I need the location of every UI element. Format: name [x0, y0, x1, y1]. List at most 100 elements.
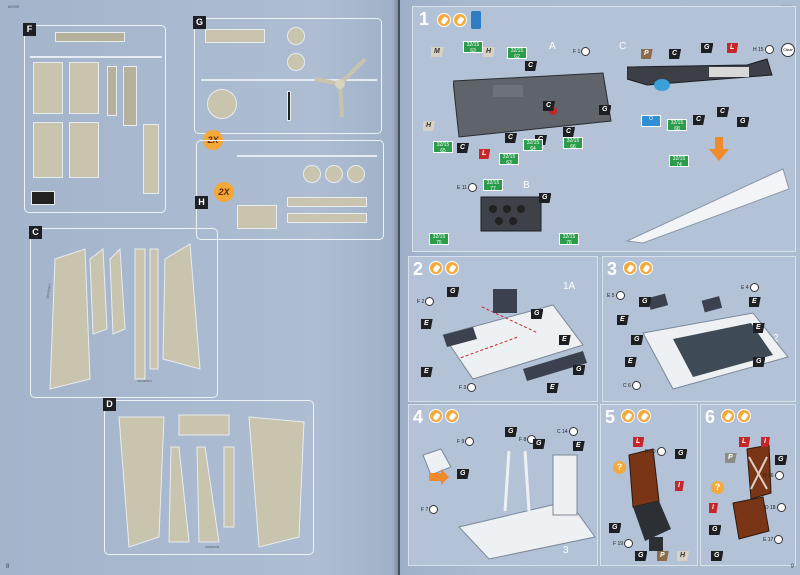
paint-flag: I	[675, 481, 684, 491]
step-3: 3 2 E 5 E 4 C 6 G E E E G E G	[602, 256, 796, 402]
kit-part	[325, 165, 343, 183]
step-number: 2	[413, 259, 424, 279]
left-page-sprue-overview: 80939 F G 2X H	[0, 0, 398, 575]
step-number: 4	[413, 407, 424, 427]
kit-part	[69, 122, 99, 178]
pilot-seat	[628, 448, 671, 551]
paint-pot-icon	[471, 11, 481, 29]
fuselage-halves	[118, 414, 305, 548]
panel-part-c	[627, 58, 773, 91]
paint-flag: L	[739, 437, 751, 447]
sprue-d: D 2008/2009	[103, 398, 314, 555]
help-icon: ?	[711, 481, 724, 494]
paint-flag: I	[761, 437, 770, 447]
paint-flag: E	[617, 315, 629, 325]
part-ref: C 6	[623, 381, 641, 390]
quantity-badge: 2X	[214, 182, 234, 202]
sub-assembly-c: C	[619, 41, 627, 52]
paint-flag: G	[701, 43, 714, 53]
part-ref: D 20	[645, 447, 666, 456]
part-ref: F 19	[613, 539, 634, 548]
sub-assembly-a: A	[549, 41, 556, 52]
sprue-c: C SIKORSKY SIKORSKY	[29, 226, 218, 398]
detail-part	[422, 448, 452, 476]
part-ref: F 9	[457, 437, 475, 446]
paint-flag: G	[457, 469, 470, 479]
part-ref: F 1	[573, 47, 591, 56]
step-4: 4 3 F 9 F 8 C 14 F 7 G G G E	[408, 404, 598, 566]
sprue-letter-d: D	[103, 398, 116, 411]
part-ref: F 7	[421, 505, 439, 514]
page-number: 9	[790, 564, 794, 570]
paint-flag: E	[421, 319, 433, 329]
kit-part	[143, 124, 159, 194]
brush-icon	[623, 261, 637, 275]
sprue-h: H	[195, 140, 384, 240]
paint-flag: L	[633, 437, 645, 447]
paint-flag: I	[709, 503, 718, 513]
sprue-f: F	[23, 23, 166, 213]
paint-flag: H	[423, 121, 436, 131]
kit-part	[287, 53, 305, 71]
step-number: 6	[705, 407, 716, 427]
paint-flag: E	[559, 335, 571, 345]
paint-flag: P	[725, 453, 737, 463]
page-header-code: 80939	[8, 4, 20, 9]
rotor-hub-part	[314, 57, 367, 118]
sub-assembly-label: 3	[563, 545, 569, 556]
sprue-runner	[237, 155, 377, 157]
fuselage-halves	[49, 243, 201, 390]
part-ref: D 16	[763, 471, 784, 480]
sub-assembly-b: B	[523, 180, 530, 191]
step-1: 1 A B C	[412, 6, 796, 252]
kit-part	[205, 29, 265, 43]
paint-flag: G	[737, 117, 750, 127]
part-ref: E 11	[457, 183, 477, 192]
glue-icon	[445, 409, 459, 423]
kit-part	[31, 191, 55, 205]
paint-flag: P	[641, 49, 653, 59]
instrument-panel-b	[480, 196, 542, 232]
kit-part	[287, 91, 291, 121]
paint-flag: G	[505, 427, 518, 437]
floor-part-a	[453, 72, 612, 138]
paint-flag: P	[657, 551, 669, 561]
brush-icon	[437, 13, 451, 27]
brush-icon	[621, 409, 635, 423]
step-number: 5	[605, 407, 616, 427]
part-text: 2008/2009	[205, 545, 220, 549]
part-text: SIKORSKY	[137, 379, 153, 383]
paint-flag: L	[727, 43, 739, 53]
paint-flag: G	[711, 551, 724, 561]
paint-flag: G	[531, 309, 544, 319]
right-page-assembly-steps: 80939 1 A B C	[400, 0, 800, 575]
sub-assembly-label: 1A	[563, 281, 576, 292]
paint-flag: G	[635, 551, 648, 561]
paint-flag: E	[749, 297, 761, 307]
step-6: 6 ? D 16 D 18 E 17 L I P G I G G	[700, 404, 796, 566]
kit-part	[237, 205, 277, 229]
paint-flag: L	[479, 149, 491, 159]
paint-code: O	[641, 115, 661, 127]
paint-flag: G	[639, 297, 652, 307]
glue-icon	[639, 261, 653, 275]
paint-flag: G	[631, 335, 644, 345]
paint-flag: G	[447, 287, 460, 297]
glue-icon	[637, 409, 651, 423]
part-ref: E 4	[741, 283, 759, 292]
paint-flag: C	[563, 127, 576, 137]
part-ref: F 3	[459, 383, 477, 392]
paint-flag: G	[675, 449, 688, 459]
step-2: 2 1A F 2 F 3 G E E G E G E	[408, 256, 598, 402]
sprue-g: G	[193, 16, 382, 134]
glue-icon	[737, 409, 751, 423]
sprue-letter-c: C	[29, 226, 42, 239]
paint-flag: C	[525, 61, 538, 71]
arrow-icon	[709, 137, 729, 161]
